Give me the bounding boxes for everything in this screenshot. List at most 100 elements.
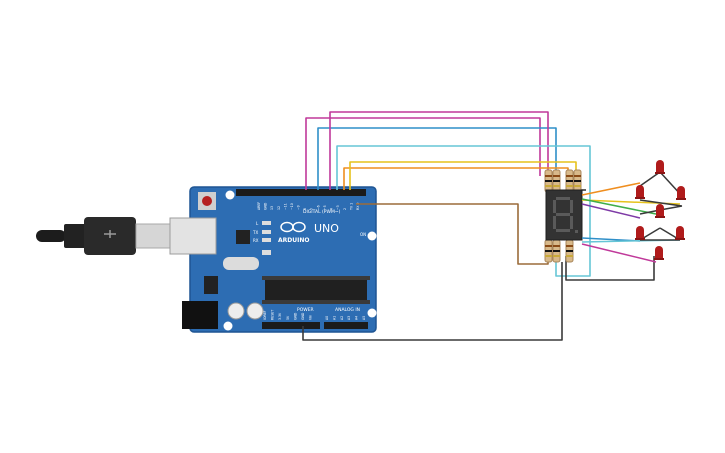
- wires: [302, 111, 655, 341]
- resistor[interactable]: [552, 239, 561, 263]
- mount-hole: [225, 190, 235, 200]
- wire-led-orange[interactable]: [581, 182, 641, 196]
- digital-pin-label: ~3: [336, 205, 340, 210]
- digital-pin-label: ~11: [283, 203, 287, 210]
- arduino-logo-icon: [280, 221, 306, 233]
- usb-cable-neck: [64, 224, 86, 248]
- resistor[interactable]: [565, 239, 574, 263]
- mount-hole: [367, 308, 377, 318]
- digital-pin-label: 12: [277, 206, 281, 210]
- led-red[interactable]: [654, 246, 664, 260]
- wire-cyan[interactable]: [336, 145, 591, 277]
- power-pin-label: RESET: [271, 310, 275, 320]
- wire-led-green[interactable]: [581, 198, 657, 215]
- led-red[interactable]: [655, 160, 665, 174]
- on-label: ON: [360, 232, 366, 237]
- digital-pin-label: 4: [330, 208, 334, 210]
- led-red[interactable]: [675, 226, 685, 240]
- digital-pin-label: ~6: [316, 205, 320, 210]
- usb-chip: [236, 230, 250, 244]
- digital-pin-label: ~9: [297, 205, 301, 210]
- display-segments: [553, 197, 578, 233]
- wire-ground-black[interactable]: [302, 262, 563, 341]
- rx-label: RX: [253, 238, 259, 243]
- digital-pin-label: ~5: [323, 205, 327, 210]
- wire-led-magenta[interactable]: [581, 243, 657, 263]
- board-model-name: UNO: [314, 222, 339, 235]
- l-led: [262, 221, 271, 225]
- wire-yellow[interactable]: [349, 161, 577, 190]
- wire-blue[interactable]: [317, 127, 557, 190]
- resistor[interactable]: [544, 169, 553, 193]
- led-red[interactable]: [655, 204, 665, 218]
- chip-socket-pins-top: [262, 276, 370, 280]
- led-red[interactable]: [635, 226, 645, 240]
- power-pin-label: 3.3V: [278, 312, 282, 320]
- analog-pin-header[interactable]: [324, 322, 368, 329]
- capacitor: [227, 302, 245, 320]
- crystal: [223, 257, 259, 270]
- wire-magenta-outer[interactable]: [305, 117, 541, 190]
- atmega-chip: [265, 279, 367, 301]
- wire-led-purple[interactable]: [581, 203, 641, 219]
- usb-plug-metal: [135, 223, 173, 249]
- power-header-label: POWER: [297, 307, 314, 313]
- resistor[interactable]: [565, 169, 574, 193]
- digital-header-label: DIGITAL (PWM~): [303, 209, 341, 215]
- digital-pin-label: TX 1: [349, 203, 353, 211]
- usb-cable[interactable]: [36, 217, 173, 255]
- rx-led: [262, 238, 271, 242]
- wire-brown[interactable]: [356, 203, 549, 265]
- power-pin-label: GND: [301, 312, 305, 320]
- digital-pin-label: RX 0: [356, 203, 360, 210]
- wire-ground-led-bottom[interactable]: [565, 256, 655, 281]
- power-pin-header[interactable]: [262, 322, 320, 329]
- led-red[interactable]: [635, 185, 645, 199]
- analog-pin-label: A0: [325, 316, 329, 320]
- power-pin-label: 5V: [286, 315, 290, 320]
- usb-symbol-icon: [104, 230, 116, 238]
- wire-led-ground-lower[interactable]: [639, 227, 681, 241]
- analog-pin-label: A1: [332, 316, 336, 320]
- mount-hole: [367, 231, 377, 241]
- on-led: [262, 250, 271, 255]
- digital-pin-header[interactable]: [236, 189, 366, 196]
- analog-pin-label: A3: [347, 316, 351, 320]
- l-label: L: [256, 221, 259, 226]
- power-jack: [182, 301, 218, 329]
- analog-pin-label: A5: [362, 316, 366, 320]
- digital-pin-label: ~10: [290, 203, 294, 210]
- voltage-regulator: [204, 276, 218, 294]
- arduino-uno-board[interactable]: L TX RX ON ARDUINO UNO DIGITAL (PWM~) PO…: [169, 186, 377, 333]
- analog-header-label: ANALOG IN: [335, 307, 360, 313]
- analog-pin-label: A4: [355, 316, 359, 320]
- usb-cable-strain-relief: [36, 230, 66, 242]
- tx-label: TX: [252, 230, 258, 235]
- digital-pin-label: 13: [270, 206, 274, 210]
- led-wires: [581, 171, 683, 263]
- power-pin-label: GND: [293, 312, 297, 320]
- wire-magenta-inner[interactable]: [329, 111, 549, 190]
- mount-hole: [223, 321, 233, 331]
- resistor[interactable]: [573, 169, 582, 193]
- wire-led-ground-upper[interactable]: [639, 171, 683, 215]
- power-pin-label: IOREF: [263, 310, 267, 320]
- digital-pin-label: 8: [303, 208, 307, 210]
- resistor[interactable]: [544, 239, 553, 263]
- capacitor: [246, 302, 264, 320]
- seven-segment-display[interactable]: 8: [545, 189, 583, 241]
- digital-pin-label: AREF: [257, 202, 261, 210]
- usb-b-port: [169, 217, 217, 255]
- digital-pin-label: 7: [310, 208, 314, 210]
- tx-led: [262, 230, 271, 234]
- arduino-logo-text: ARDUINO: [278, 237, 309, 244]
- resistor[interactable]: [552, 169, 561, 193]
- analog-pin-label: A2: [340, 316, 344, 320]
- chip-socket-pins-bottom: [262, 300, 370, 304]
- wire-orange[interactable]: [343, 167, 569, 190]
- led-red[interactable]: [676, 186, 686, 200]
- leds: [635, 160, 686, 260]
- digital-pin-label: 2: [343, 208, 347, 210]
